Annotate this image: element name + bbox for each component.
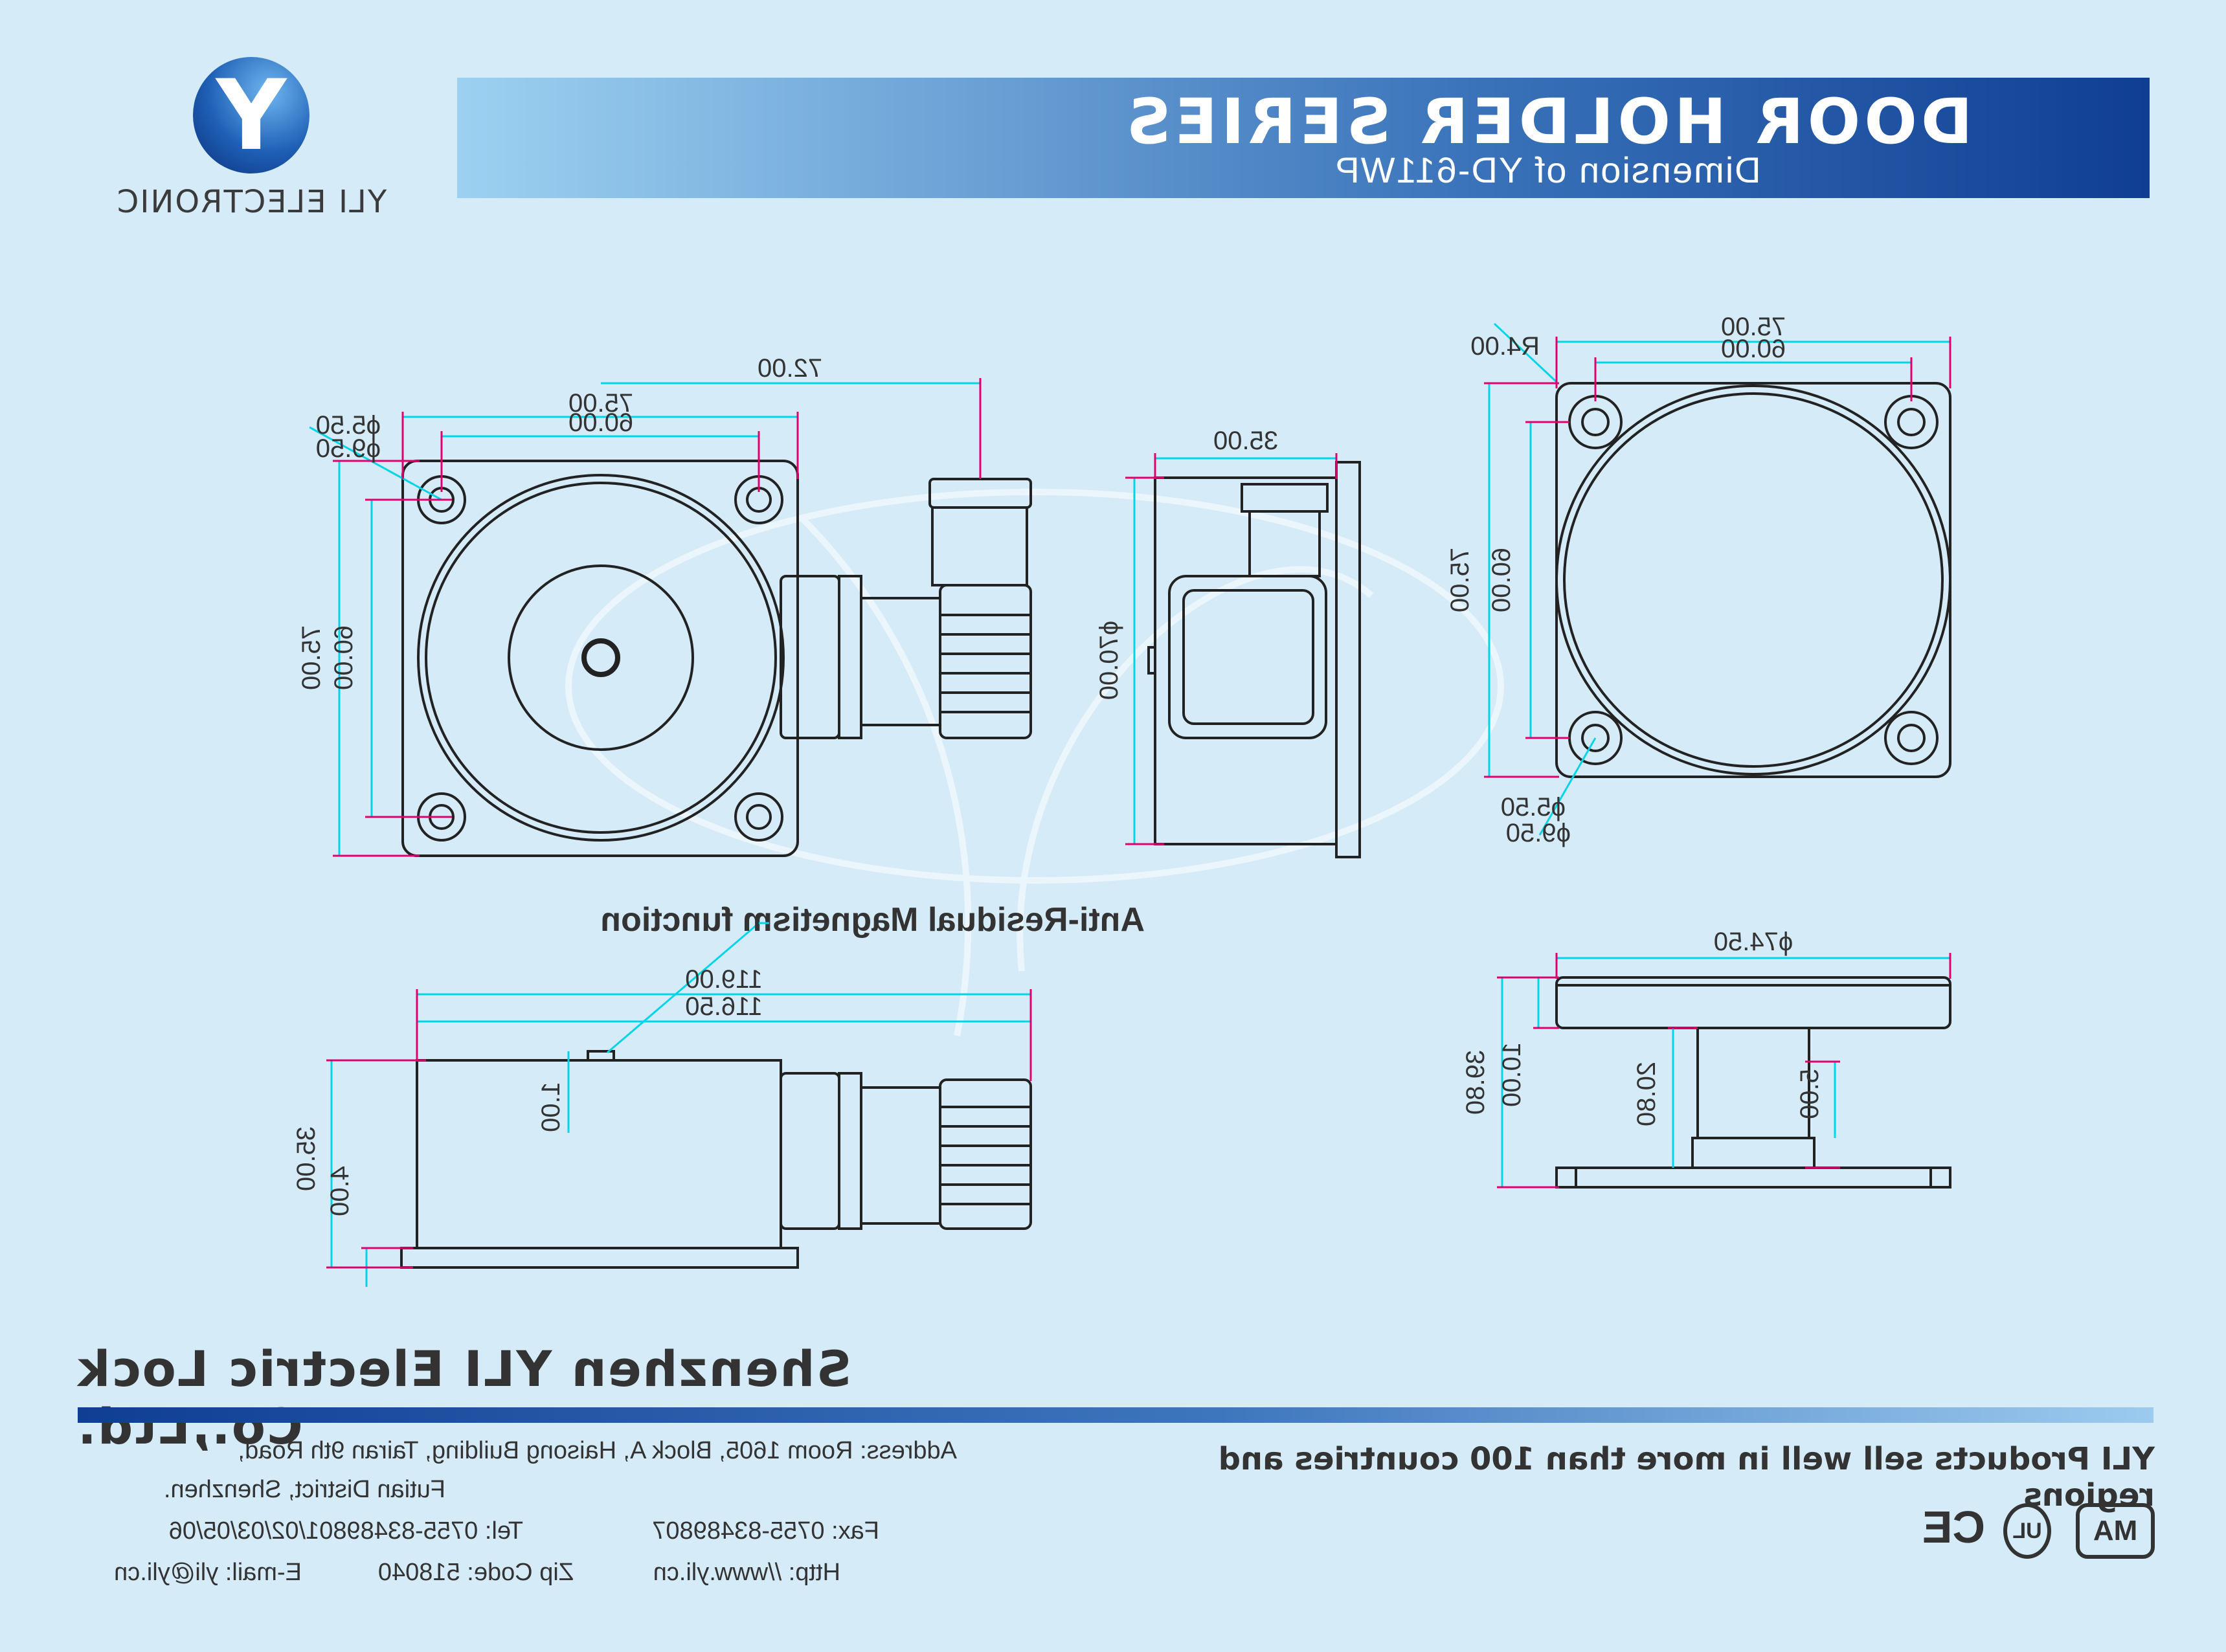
dim-front-width: 75.00	[1721, 313, 1786, 341]
dim-right-hole-dia-b: ϕ9.50	[316, 434, 381, 463]
dim-bottom-pin: 1.00	[537, 1082, 565, 1132]
bottom-view-labels: 119.00 116.50 1.00 35.00 4.00	[292, 965, 763, 1216]
dim-plate-stem: 20.80	[1632, 1062, 1661, 1126]
watermark-logo	[565, 489, 1504, 1036]
dim-right-width: 75.00	[568, 389, 633, 418]
side-view-labels: 35.00 ϕ70.00	[1095, 427, 1278, 700]
side-view	[1147, 461, 1361, 858]
front-view-dimensions	[1488, 322, 1950, 836]
front-view-labels: 75.00 60.00 R4.00 75.00 60.00 ϕ5.50 ϕ9.5…	[1446, 313, 1786, 847]
dim-plate-total-b: 39.80	[1461, 1050, 1490, 1115]
dim-bottom-len-a: 119.00	[685, 965, 762, 994]
bottom-view	[400, 1050, 1032, 1269]
email-info: E-mail: yli@yli.cn	[114, 1559, 302, 1586]
dim-right-hole-dia-a: ϕ5.50	[316, 411, 381, 440]
zip-info: Zip Code: 518040	[377, 1559, 574, 1586]
side-view-extensions	[1125, 453, 1338, 845]
address-line-2: Futian District, Shenzhen.	[163, 1476, 445, 1503]
address-line-1: Address: Room 1605, Block A, Haisong Bui…	[238, 1437, 957, 1464]
ul-mark-icon: UL	[2003, 1503, 2051, 1559]
front-view-extensions	[1484, 337, 1951, 778]
front-view	[1555, 382, 1951, 778]
bottom-view-extensions	[326, 989, 1032, 1269]
dim-right-hole-span-v: 60.00	[330, 625, 358, 690]
footer-divider	[78, 1407, 2153, 1423]
dim-front-hole-span: 60.00	[1721, 335, 1786, 363]
dim-side-depth: 35.00	[1213, 427, 1278, 455]
http-info: Http: //www.yli.cn	[653, 1559, 840, 1586]
dim-bottom-len-b: 116.50	[685, 992, 762, 1021]
certification-marks: MA UL CE	[1922, 1502, 2155, 1561]
fax-info: Fax: 0755-83489807	[652, 1517, 879, 1545]
side-view-dimensions	[1133, 457, 1336, 844]
tel-info: Tel: 0755-83489801/02/03/05/06	[168, 1517, 523, 1545]
plate-view-extensions	[1497, 953, 1951, 1189]
dim-plate-total-a: 10.00	[1498, 1042, 1526, 1107]
feature-annotation: Anti-Residual Magnetism function	[600, 901, 1145, 939]
right-view-dimensions	[309, 382, 980, 856]
dim-plate-dia: ϕ74.50	[1714, 928, 1793, 956]
dim-right-offset: 72.00	[758, 354, 822, 383]
bottom-view-dimensions	[330, 922, 1031, 1287]
plate-view-dimensions	[1501, 957, 1950, 1187]
dim-front-hole-dia-b: ϕ9.50	[1506, 819, 1571, 847]
dim-right-hole-span: 60.00	[568, 408, 633, 437]
dim-bottom-height: 35.00	[292, 1126, 320, 1191]
dim-bottom-flange: 4.00	[326, 1166, 354, 1216]
right-view	[401, 460, 1032, 857]
dim-plate-thick: 5.00	[1795, 1069, 1824, 1119]
dim-front-hole-dia-a: ϕ5.50	[1501, 793, 1566, 821]
armature-plate-view	[1555, 976, 1951, 1189]
dim-side-dia: ϕ70.00	[1095, 621, 1123, 700]
dim-right-height: 75.00	[297, 625, 326, 690]
right-view-labels: 72.00 75.00 60.00 ϕ5.50 ϕ9.50 60.00 75.0…	[297, 354, 822, 690]
ce-mark-icon: CE	[1922, 1502, 1985, 1552]
dim-front-hole-span-v: 60.00	[1487, 548, 1516, 612]
right-view-extensions	[333, 378, 982, 857]
dim-front-height: 75.00	[1446, 548, 1474, 612]
ma-mark-icon: MA	[2076, 1503, 2155, 1559]
dim-front-radius: R4.00	[1470, 332, 1540, 361]
plate-view-labels: ϕ74.50 5.00 20.80 10.00 39.80	[1461, 928, 1824, 1126]
